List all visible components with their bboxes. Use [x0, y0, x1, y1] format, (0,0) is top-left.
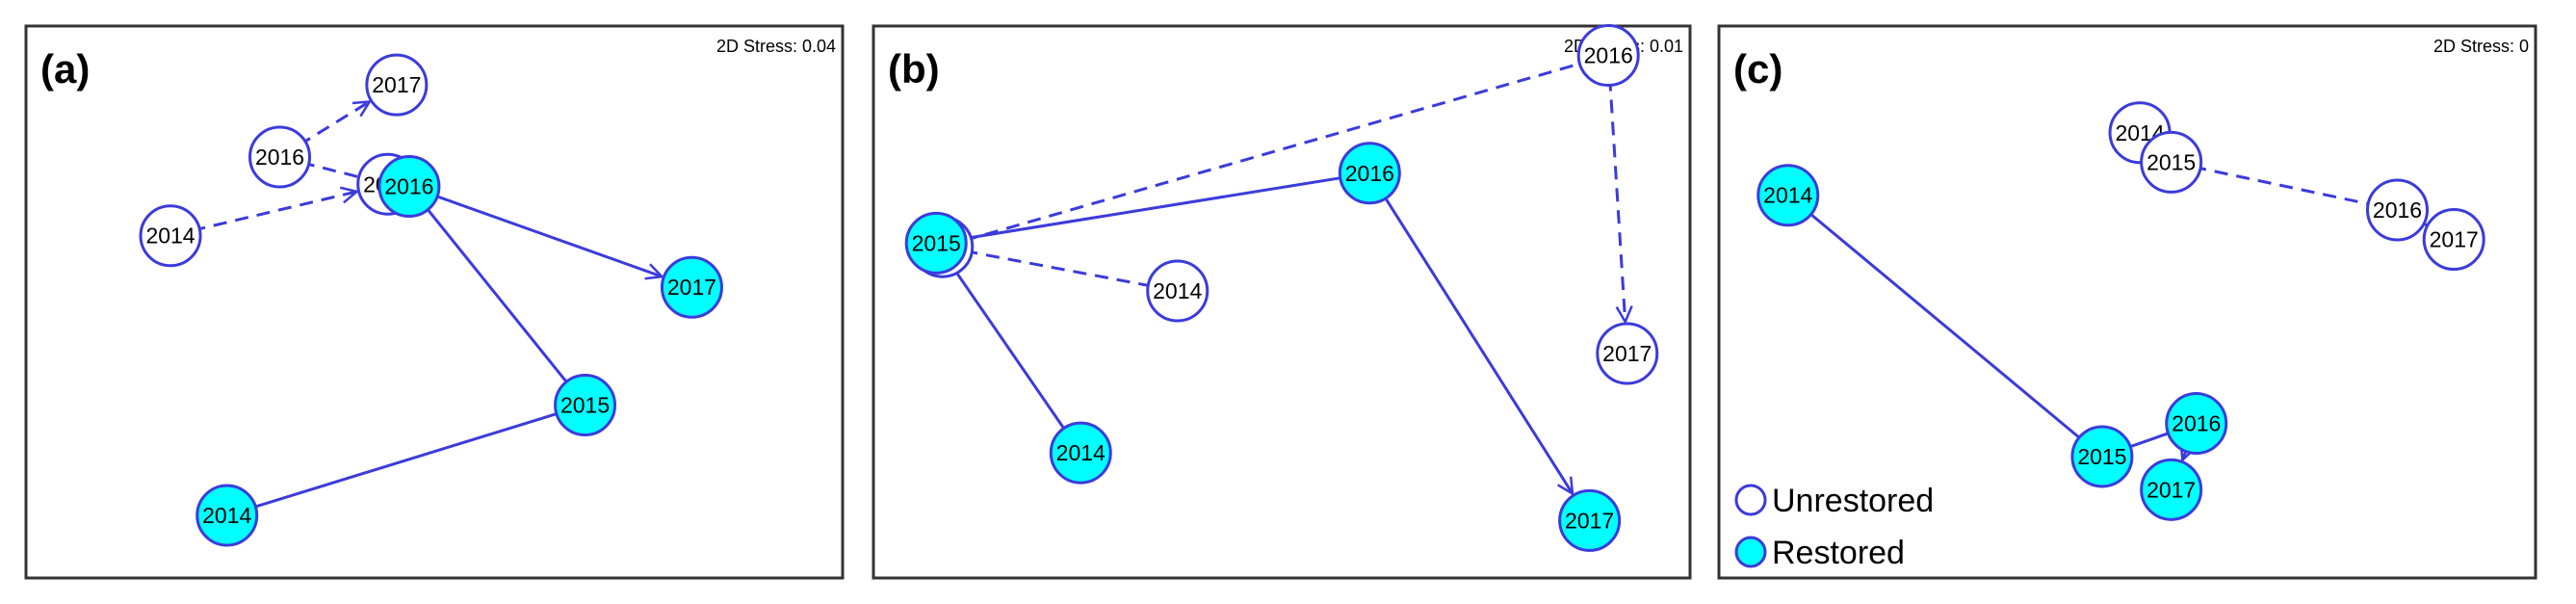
legend-unrestored-marker	[1734, 484, 1767, 516]
legend-restored-marker	[1734, 536, 1767, 568]
point-a-r-2016	[377, 155, 441, 219]
point-c-r-2015	[2070, 425, 2134, 488]
trajectory-edge-a-u-2014-to-a-u-2015	[169, 192, 357, 238]
point-b-r-2015	[904, 211, 968, 275]
point-b-r-2017	[1558, 488, 1622, 552]
point-c-r-2017	[2140, 458, 2203, 521]
point-a-u-2016	[248, 125, 312, 189]
point-c-u-2016	[2365, 178, 2429, 242]
point-a-r-2015	[554, 373, 617, 436]
legend: Unrestored Restored	[1734, 483, 1934, 571]
point-b-u-2017	[1596, 322, 1659, 385]
point-b-r-2014	[1049, 421, 1112, 485]
point-label-a-u-2014: 2014	[145, 223, 195, 249]
trajectory-edge-a-u-2016-to-a-u-2017	[278, 101, 370, 159]
point-label-a-u-2017: 2017	[372, 72, 421, 97]
point-b-u-2016	[1576, 24, 1640, 88]
point-a-r-2014	[195, 484, 259, 547]
panel-c-label: (c)	[1733, 46, 1782, 92]
legend-unrestored-label: Unrestored	[1772, 483, 1934, 519]
trajectory-edge-a-r-2015-to-a-r-2016	[407, 185, 586, 407]
point-label-c-r-2017: 2017	[2147, 477, 2196, 502]
point-c-r-2014	[1756, 164, 1820, 227]
trajectory-edge-a-r-2016-to-a-r-2017	[408, 185, 662, 277]
point-c-u-2017	[2422, 208, 2485, 272]
trajectory-edge-c-u-2015-to-c-u-2016	[2171, 160, 2398, 212]
point-label-c-u-2017: 2017	[2430, 227, 2479, 252]
trajectory-edge-b-r-2014-to-b-r-2015	[934, 242, 1082, 454]
point-label-b-u-2017: 2017	[1602, 341, 1652, 366]
trajectory-edge-b-u-2015-to-b-u-2016	[942, 54, 1609, 249]
point-label-c-r-2015: 2015	[2077, 444, 2126, 469]
point-c-u-2015	[2140, 130, 2203, 194]
point-label-a-r-2014: 2014	[202, 503, 251, 528]
trajectory-edge-b-r-2016-to-b-r-2017	[1368, 171, 1573, 494]
legend-restored-label: Restored	[1772, 535, 1905, 571]
panel-b-frame	[872, 24, 1692, 580]
trajectory-edge-b-r-2015-to-b-r-2016	[935, 171, 1370, 245]
panel-b-label: (b)	[888, 46, 940, 92]
point-label-a-r-2017: 2017	[667, 275, 716, 300]
panel-c-stress: 2D Stress: 0	[2433, 37, 2529, 56]
point-label-b-u-2014: 2014	[1153, 278, 1202, 303]
point-b-u-2014	[1146, 259, 1210, 323]
trajectory-edge-b-u-2016-to-b-u-2017	[1606, 55, 1625, 322]
panel-a-stress: 2D Stress: 0.04	[716, 37, 836, 56]
point-label-b-r-2015: 2015	[912, 230, 961, 255]
point-c-r-2016	[2165, 392, 2228, 456]
trajectory-edge-a-r-2014-to-a-r-2015	[226, 404, 585, 517]
point-a-u-2014	[139, 204, 202, 268]
point-label-a-r-2016: 2016	[384, 174, 433, 199]
panel-a-label: (a)	[40, 46, 90, 92]
point-label-c-u-2016: 2016	[2373, 197, 2422, 223]
point-label-c-u-2015: 2015	[2147, 149, 2196, 174]
trajectory-edge-b-u-2015-to-b-u-2014	[942, 245, 1178, 293]
point-label-b-u-2016: 2016	[1584, 43, 1633, 68]
point-a-u-2017	[365, 53, 429, 117]
point-label-c-r-2016: 2016	[2172, 411, 2221, 436]
point-label-a-r-2015: 2015	[560, 392, 610, 417]
point-label-c-r-2014: 2014	[1763, 183, 1812, 208]
point-b-r-2016	[1338, 142, 1401, 205]
point-label-b-r-2016: 2016	[1345, 161, 1394, 186]
point-label-b-r-2014: 2014	[1056, 440, 1106, 465]
point-a-r-2017	[660, 255, 723, 319]
trajectory-edge-c-r-2014-to-c-r-2015	[1786, 194, 2103, 459]
point-label-a-u-2016: 2016	[255, 144, 304, 170]
point-label-b-r-2017: 2017	[1565, 508, 1614, 533]
panel-a-frame	[24, 24, 845, 580]
